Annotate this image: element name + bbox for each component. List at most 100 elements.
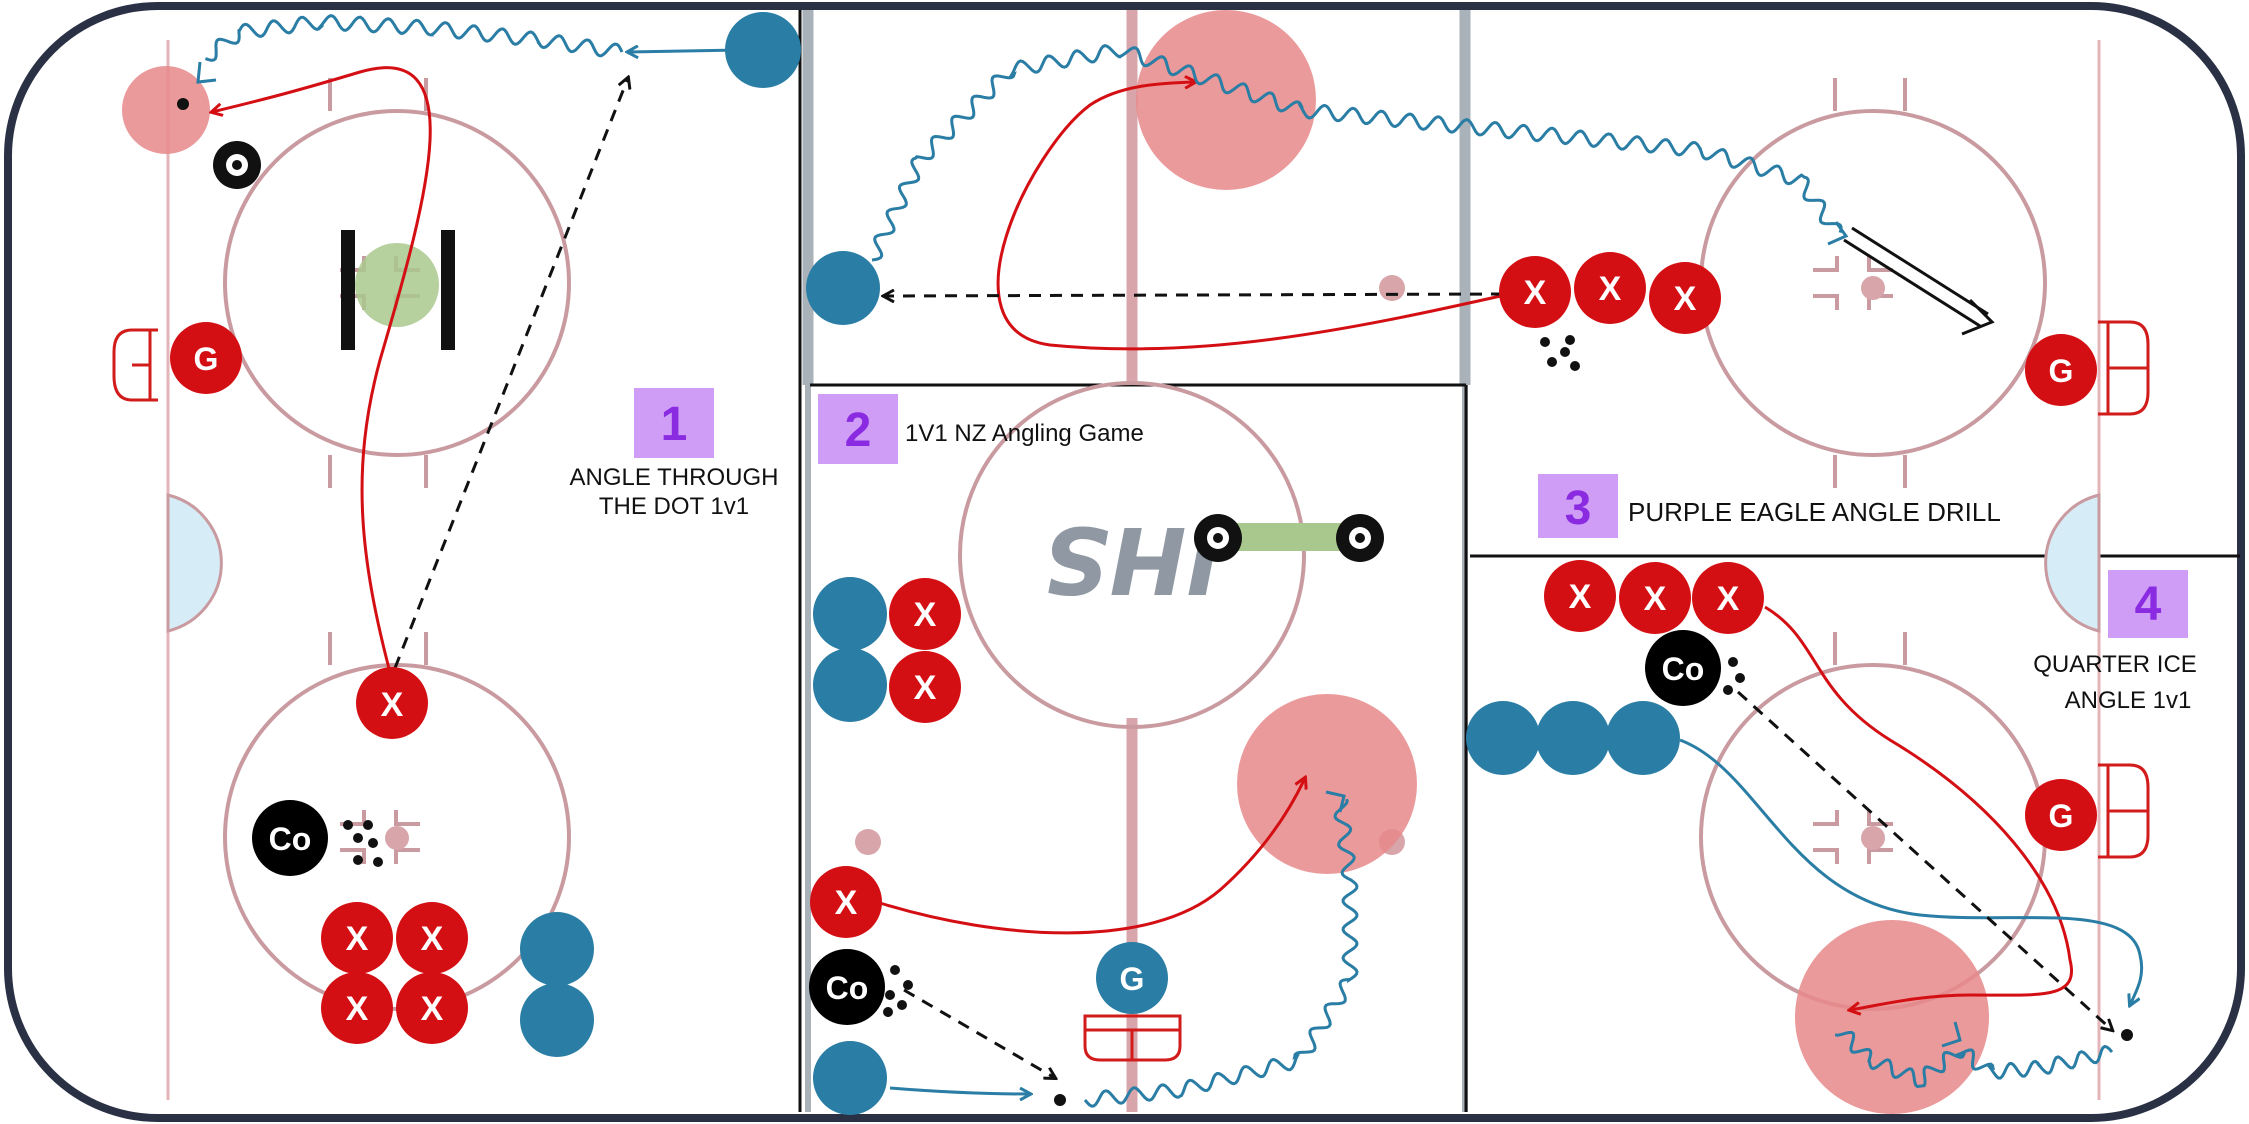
x-drill1-2: X: [321, 902, 393, 974]
svg-text:QUARTER ICE: QUARTER ICE: [2033, 651, 2197, 678]
coaches: Co Co Co: [252, 630, 1721, 1025]
svg-text:X: X: [346, 990, 369, 1028]
svg-text:ANGLE THROUGH: ANGLE THROUGH: [570, 464, 779, 491]
tire-1: [213, 141, 261, 189]
carry-arrow-4: [1941, 1021, 1962, 1048]
tire-2: [1194, 514, 1242, 562]
x-drill3-3: X: [1649, 262, 1721, 334]
svg-text:1V1 NZ Angling Game: 1V1 NZ Angling Game: [905, 420, 1144, 447]
carry-arrow-2: [1325, 790, 1346, 813]
x-drill2-1: X: [889, 578, 961, 650]
barrier-right: [441, 230, 455, 350]
svg-text:G: G: [2049, 798, 2074, 834]
svg-text:ANGLE 1v1: ANGLE 1v1: [2065, 687, 2192, 714]
pass-drill3: [884, 294, 1504, 296]
green-pad: [355, 243, 439, 327]
goal-right-lower: [2098, 763, 2150, 859]
svg-text:X: X: [421, 920, 444, 958]
svg-text:3: 3: [1565, 482, 1592, 535]
x-drill2-3: X: [810, 866, 882, 938]
wavy-paths: [196, 14, 2114, 1108]
x-drill2-2: X: [889, 651, 961, 723]
pucks: [177, 98, 2133, 1106]
coach-drill2: Co: [809, 949, 885, 1025]
x-drill4-3: X: [1692, 562, 1764, 634]
svg-text:Co: Co: [826, 970, 869, 1006]
offense-paths: [212, 66, 2073, 1010]
wave-drill1: [204, 14, 624, 62]
drill-2-label: 2 1V1 NZ Angling Game: [818, 394, 1144, 464]
svg-text:1: 1: [661, 398, 688, 451]
barrier-left: [341, 230, 355, 350]
crease-right: [2044, 493, 2101, 633]
svg-text:2: 2: [845, 404, 872, 457]
carry-arrow-3: [1827, 221, 1849, 246]
drill-1-label: 1 ANGLE THROUGH THE DOT 1v1: [570, 388, 779, 520]
path-drill1-d: [628, 50, 741, 52]
x-drill1-5: X: [396, 972, 468, 1044]
pass-drill4: [1736, 690, 2112, 1030]
path-drill2-d: [889, 1086, 1030, 1094]
wave-drill3: [871, 44, 1843, 262]
svg-text:G: G: [194, 341, 219, 377]
path-drill4-x: [1764, 605, 2073, 1010]
pass-drill2: [903, 988, 1055, 1078]
svg-text:G: G: [2049, 353, 2074, 389]
shot-arrow: [1843, 226, 1995, 336]
svg-text:X: X: [381, 686, 404, 724]
crease-left: [166, 493, 223, 633]
svg-text:Co: Co: [1662, 651, 1705, 687]
svg-text:X: X: [1674, 280, 1697, 318]
wave-drill4: [1834, 1031, 2114, 1089]
ihs-logo: IHS: [1043, 506, 1221, 613]
x-drill3-1: X: [1499, 256, 1571, 328]
defense-paths: [628, 50, 2144, 1094]
defense-players: [520, 12, 1680, 1115]
goal-center-bottom: [1083, 1014, 1182, 1062]
goalie-center: G: [1096, 942, 1168, 1014]
x-drill1-4: X: [321, 972, 393, 1044]
coach-drill1: Co: [252, 800, 328, 876]
tires: [213, 141, 1384, 562]
svg-text:X: X: [1717, 580, 1740, 618]
svg-text:THE DOT 1v1: THE DOT 1v1: [599, 493, 749, 520]
svg-text:X: X: [346, 920, 369, 958]
goalies: G G G G: [170, 322, 2097, 1014]
svg-text:X: X: [1569, 578, 1592, 616]
coach-drill4: Co: [1645, 630, 1721, 706]
goal-left: [112, 328, 158, 402]
pass-lines: [393, 78, 2112, 1078]
goalie-left: G: [170, 322, 242, 394]
carry-arrow-1: [196, 61, 217, 84]
path-drill2-x: [879, 778, 1305, 935]
path-drill1-x: [212, 66, 432, 681]
target-zones: [122, 10, 1989, 1114]
wave-drill2: [1083, 798, 1359, 1108]
path-drill3-x: [996, 82, 1506, 351]
svg-text:4: 4: [2135, 578, 2162, 631]
x-drill4-1: X: [1544, 560, 1616, 632]
x-drill4-2: X: [1619, 562, 1691, 634]
offense-players: X X X X X X X X X X X X X X: [321, 252, 1764, 1044]
x-drill3-2: X: [1574, 252, 1646, 324]
pass-drill1: [393, 78, 628, 669]
goal-right: [2098, 320, 2150, 416]
path-drill4-d: [1679, 738, 2144, 1005]
goalie-right: G: [2025, 334, 2097, 406]
x-drill1-1: X: [356, 667, 428, 739]
x-drill1-3: X: [396, 902, 468, 974]
svg-text:X: X: [1524, 274, 1547, 312]
svg-text:X: X: [835, 884, 858, 922]
svg-text:X: X: [1644, 580, 1667, 618]
drill-4-label: 4 QUARTER ICE ANGLE 1v1: [2033, 570, 2197, 714]
svg-text:G: G: [1120, 961, 1145, 997]
svg-text:X: X: [914, 669, 937, 707]
svg-text:X: X: [914, 596, 937, 634]
svg-text:Co: Co: [269, 821, 312, 857]
svg-text:X: X: [1599, 270, 1622, 308]
goalie-right-lower: G: [2025, 779, 2097, 851]
svg-text:PURPLE EAGLE ANGLE DRILL: PURPLE EAGLE ANGLE DRILL: [1628, 497, 2001, 527]
tire-3: [1336, 514, 1384, 562]
svg-text:X: X: [421, 990, 444, 1028]
